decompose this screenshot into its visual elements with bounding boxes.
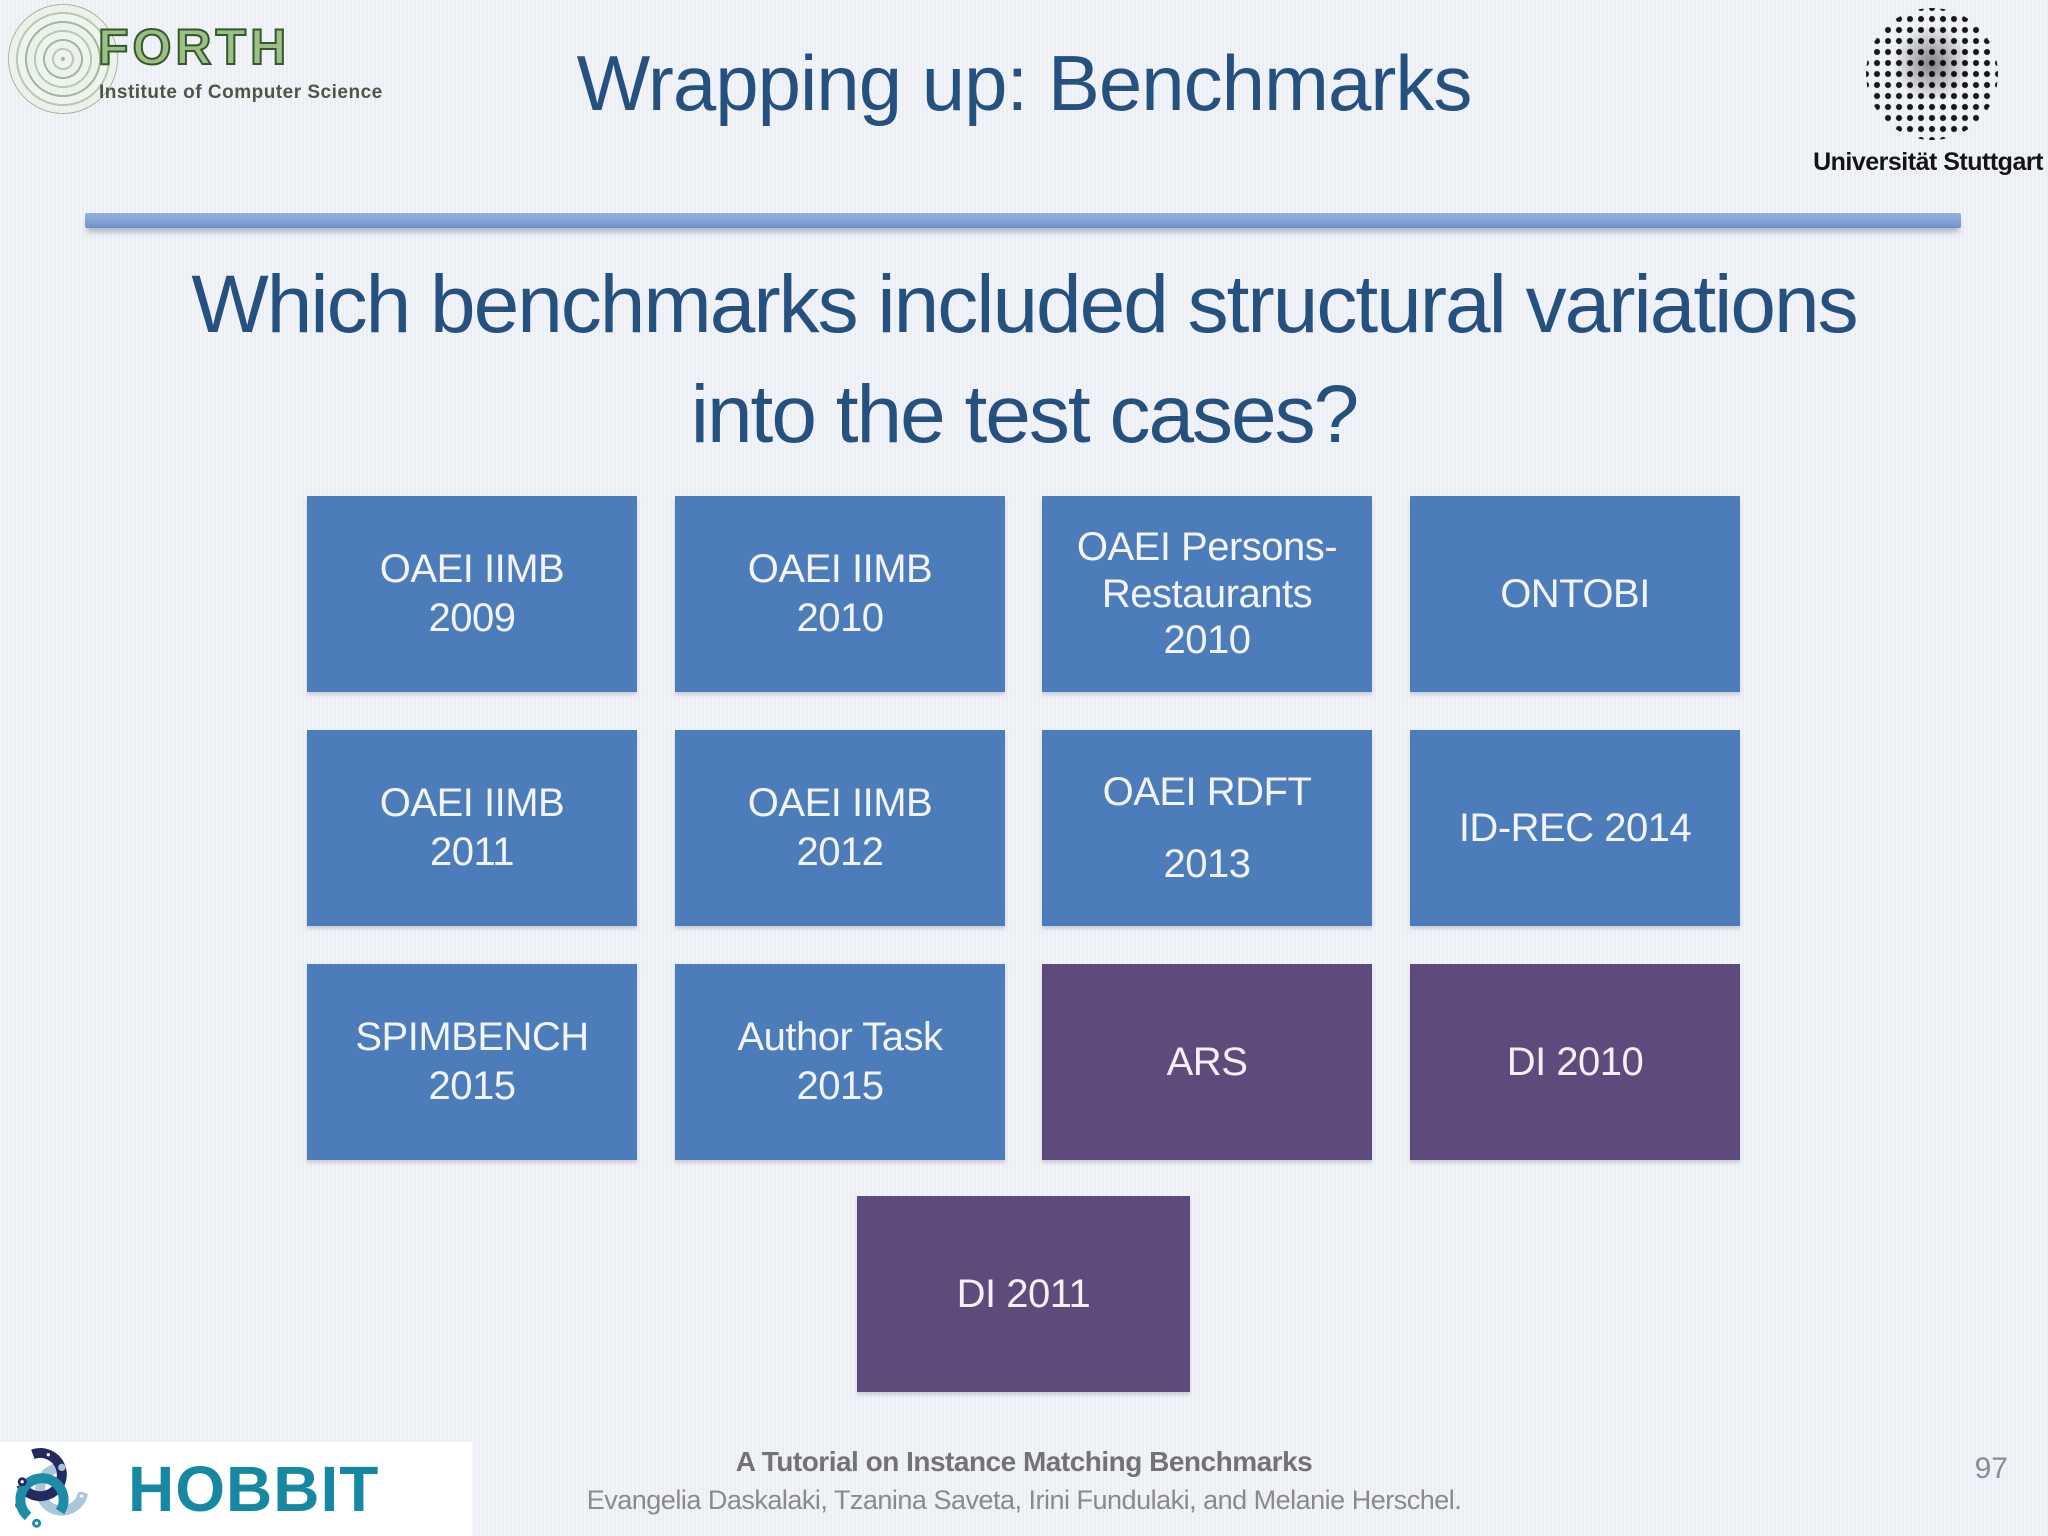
- footer-tutorial-title: A Tutorial on Instance Matching Benchmar…: [735, 1446, 1313, 1477]
- hobbit-knot-icon: [13, 1448, 89, 1528]
- page-title: Wrapping up: Benchmarks: [576, 39, 1473, 127]
- forth-logo-subtitle: Institute of Computer Science: [99, 82, 383, 103]
- footer-authors: Evangelia Daskalaki, Tzanina Saveta, Iri…: [586, 1485, 1462, 1515]
- question-line2: into the test cases?: [690, 369, 1360, 460]
- box-ontobi: ONTOBI: [1410, 496, 1740, 692]
- forth-logo-name: FORTH: [97, 18, 291, 76]
- box-oaei-iimb-2012: OAEI IIMB 2012: [675, 730, 1005, 926]
- box-oaei-rdft-2013: OAEI RDFT 2013: [1042, 730, 1372, 926]
- footer: A Tutorial on Instance Matching Benchmar…: [0, 1446, 2048, 1516]
- box-author-task-2015: Author Task 2015: [675, 964, 1005, 1160]
- page-number: 97: [1974, 1452, 2008, 1485]
- box-oaei-persons-restaurants-2010: OAEI Persons- Restaurants 2010: [1042, 496, 1372, 692]
- question-line1: Which benchmarks included structural var…: [191, 259, 1858, 350]
- box-ars: ARS: [1042, 964, 1372, 1160]
- box-di-2010: DI 2010: [1410, 964, 1740, 1160]
- box-di-2011: DI 2011: [857, 1196, 1190, 1392]
- box-oaei-iimb-2011: OAEI IIMB 2011: [307, 730, 637, 926]
- phaistos-disc-icon: [8, 4, 118, 114]
- stuttgart-dots-icon: [1866, 8, 1998, 140]
- question: Which benchmarks included structural var…: [0, 250, 2048, 470]
- box-oaei-iimb-2009: OAEI IIMB 2009: [307, 496, 637, 692]
- title-divider: [85, 213, 1961, 228]
- hobbit-logo-label: HOBBIT: [128, 1453, 380, 1525]
- stuttgart-logo: Universität Stuttgart: [1808, 0, 2048, 190]
- stuttgart-logo-label: Universität Stuttgart: [1813, 148, 2043, 176]
- box-spimbench-2015: SPIMBENCH 2015: [307, 964, 637, 1160]
- box-oaei-iimb-2010: OAEI IIMB 2010: [675, 496, 1005, 692]
- box-id-rec-2014: ID-REC 2014: [1410, 730, 1740, 926]
- hobbit-logo: HOBBIT: [0, 1442, 472, 1536]
- forth-logo: FORTH Institute of Computer Science: [0, 0, 420, 150]
